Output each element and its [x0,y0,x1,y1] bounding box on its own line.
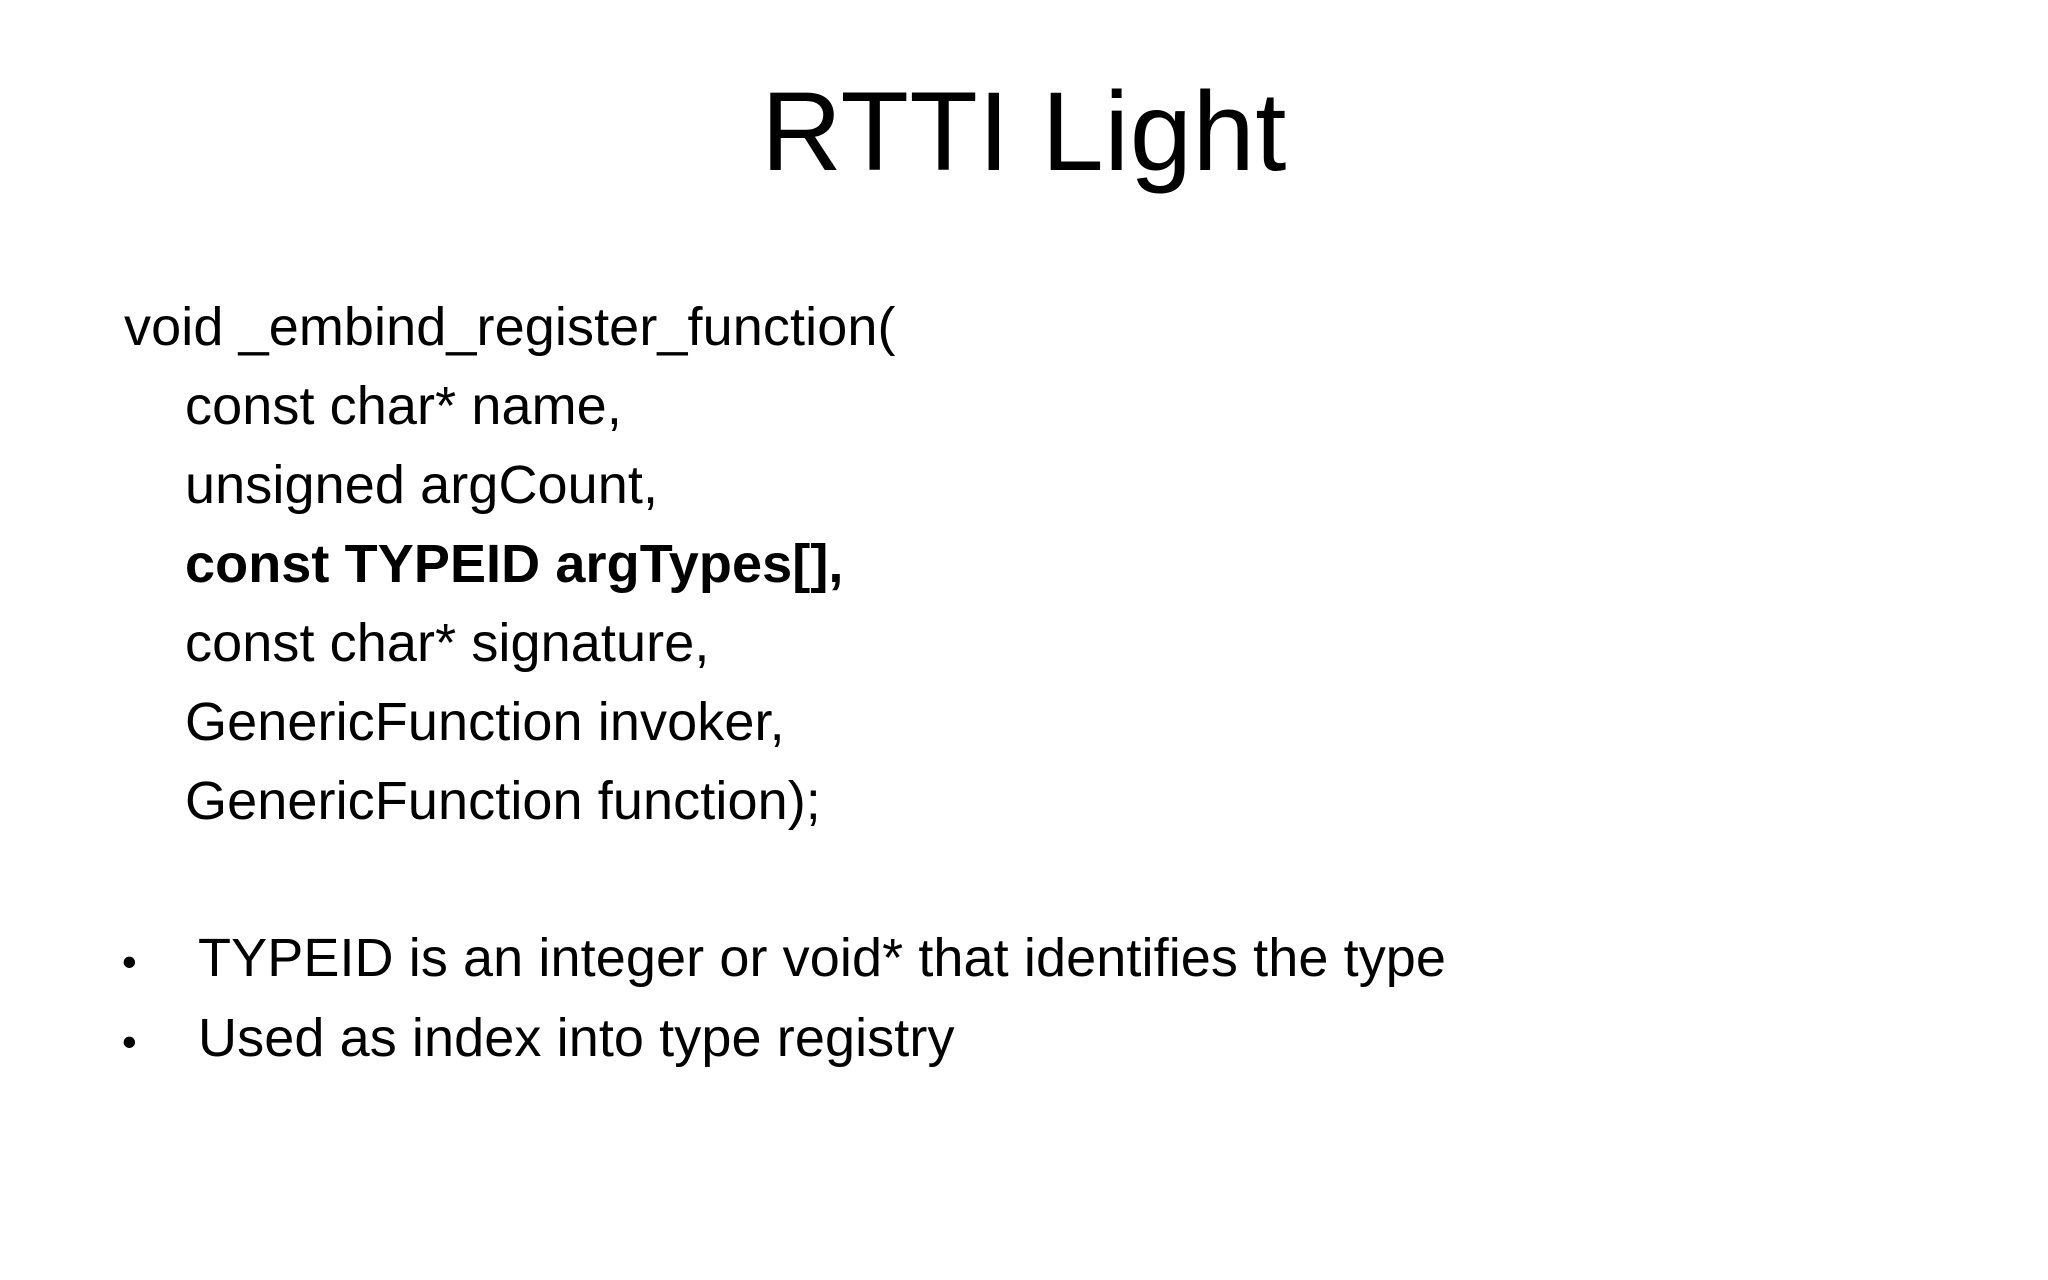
bullet-point-icon: • [122,1018,137,1065]
code-line: GenericFunction function); [185,771,821,831]
list-item: • TYPEID is an integer or void* that ide… [0,920,2048,1000]
code-signature-block: void _embind_register_function( const ch… [0,288,2048,841]
page-title: RTTI Light [761,69,1287,194]
list-item-label: TYPEID is an integer or void* that ident… [198,928,1447,988]
code-line: const char* signature, [185,613,710,673]
bullet-point-icon: • [122,938,137,985]
code-line-highlighted: const TYPEID argTypes[], [185,534,844,594]
code-line: void _embind_register_function( [124,297,896,357]
code-line: GenericFunction invoker, [185,692,785,752]
slide-body: void _embind_register_function( const ch… [0,288,2048,1080]
list-item-label: Used as index into type registry [198,1008,955,1068]
code-line: unsigned argCount, [185,455,659,515]
bullet-list: • TYPEID is an integer or void* that ide… [0,920,2048,1080]
code-line: const char* name, [185,376,622,436]
paragraph-spacer [0,841,2048,920]
list-item: • Used as index into type registry [0,1000,2048,1080]
